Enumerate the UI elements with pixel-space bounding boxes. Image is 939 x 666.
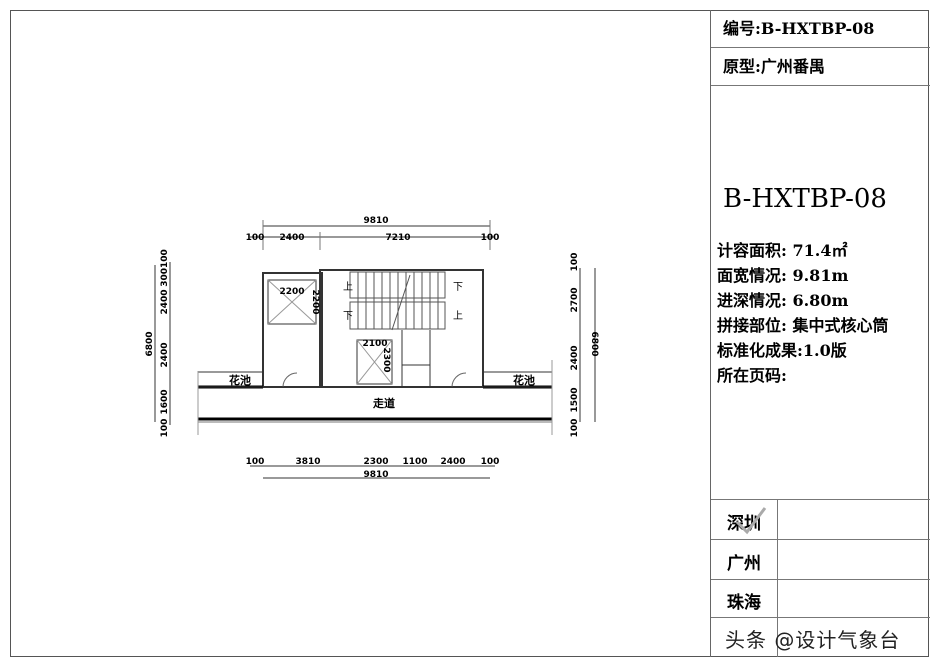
- prototype-label: 原型:: [723, 57, 761, 76]
- info-depth: 进深情况: 6.80m: [717, 291, 849, 310]
- dim-left-1: 2400: [160, 289, 170, 314]
- city-row-zhuhai: 珠海: [711, 580, 930, 618]
- dim-left-0: 300100: [160, 249, 170, 287]
- dim-bottom-5: 100: [481, 457, 500, 467]
- dim-bottom-2: 2300: [363, 457, 388, 467]
- info-list: 计容面积: 71.4㎡ 面宽情况: 9.81m 进深情况: 6.80m 拼接部位…: [717, 238, 888, 388]
- dim-top-0: 100: [246, 233, 265, 243]
- door-right: [451, 372, 467, 388]
- drawing-sheet: [10, 10, 929, 657]
- city-shenzhen: 深圳: [727, 514, 761, 534]
- elevator-1-width: 2200: [279, 287, 304, 297]
- dim-left-4: 100: [160, 419, 170, 438]
- elevator-2-width: 2100: [362, 339, 387, 349]
- elevator-2-depth: 2300: [381, 347, 391, 372]
- floor-plan: 9810 100 2400 7210 100 100 3810 2300 110…: [145, 216, 599, 480]
- info-area: 计容面积: 71.4㎡: [717, 241, 848, 260]
- city-row-shenzhen: 深圳: [711, 500, 930, 540]
- dim-bottom-total: 9810: [363, 470, 388, 480]
- corridor-label: 走道: [372, 396, 395, 410]
- dim-top-1: 2400: [279, 233, 304, 243]
- city-row-guangzhou: 广州: [711, 540, 930, 580]
- dim-left-3: 1600: [160, 389, 170, 414]
- dim-right-3: 1500: [570, 387, 580, 412]
- dim-right-4: 100: [570, 419, 580, 438]
- number-row: 编号:B-HXTBP-08: [711, 10, 930, 48]
- elevator-1-depth: 2200: [310, 289, 320, 314]
- info-version: 标准化成果:1.0版: [717, 341, 847, 360]
- flower-bed-left-label: 花池: [229, 373, 251, 387]
- city-zhuhai: 珠海: [727, 593, 761, 613]
- door-left: [282, 372, 298, 388]
- info-width: 面宽情况: 9.81m: [717, 266, 849, 285]
- prototype-value: 广州番禺: [760, 57, 825, 76]
- dim-bottom-1: 3810: [295, 457, 320, 467]
- watermark: 头条 @设计气象台: [725, 628, 901, 652]
- dim-top-2: 7210: [385, 233, 410, 243]
- number-label: 编号:: [723, 19, 761, 38]
- dim-left-2: 2400: [160, 342, 170, 367]
- dim-bottom-4: 2400: [440, 457, 465, 467]
- dim-bottom-0: 100: [246, 457, 265, 467]
- flower-bed-right-label: 花池: [513, 373, 535, 387]
- city-shenzhen-value: [777, 500, 931, 539]
- title-block: 编号:B-HXTBP-08 原型:广州番禺 B-HXTBP-08 计容面积: 7…: [710, 10, 930, 657]
- dim-bottom-3: 1100: [402, 457, 427, 467]
- dim-right-total: 6800: [589, 331, 599, 356]
- stair-up-label: 上: [343, 281, 353, 293]
- plan-code: B-HXTBP-08: [723, 184, 887, 214]
- elevator-2: [356, 339, 393, 385]
- watermark-row: 头条 @设计气象台: [711, 618, 930, 657]
- stair-down-label-2: 下: [343, 311, 353, 322]
- dim-right-2: 2400: [570, 345, 580, 370]
- info-page: 所在页码:: [717, 366, 787, 385]
- info-joint: 拼接部位: 集中式核心筒: [717, 316, 889, 335]
- stair-flights: [349, 271, 446, 331]
- stair-up-label-2: 上: [453, 310, 463, 322]
- dim-right-1: 2700: [570, 287, 580, 312]
- stair-down-label: 下: [453, 282, 463, 293]
- elevator-1: [267, 279, 317, 325]
- city-guangzhou-value: [777, 540, 931, 579]
- dim-top-3: 100: [481, 233, 500, 243]
- checkmark-icon: [735, 507, 767, 535]
- dim-right-0: 100: [570, 253, 580, 272]
- city-zhuhai-value: [777, 580, 931, 617]
- city-guangzhou: 广州: [727, 554, 761, 574]
- dim-top-total: 9810: [363, 216, 388, 226]
- info-section: B-HXTBP-08 计容面积: 71.4㎡ 面宽情况: 9.81m 进深情况:…: [711, 86, 930, 500]
- dim-left-total: 6800: [145, 331, 155, 356]
- prototype-row: 原型:广州番禺: [711, 48, 930, 86]
- number-value: B-HXTBP-08: [760, 19, 875, 38]
